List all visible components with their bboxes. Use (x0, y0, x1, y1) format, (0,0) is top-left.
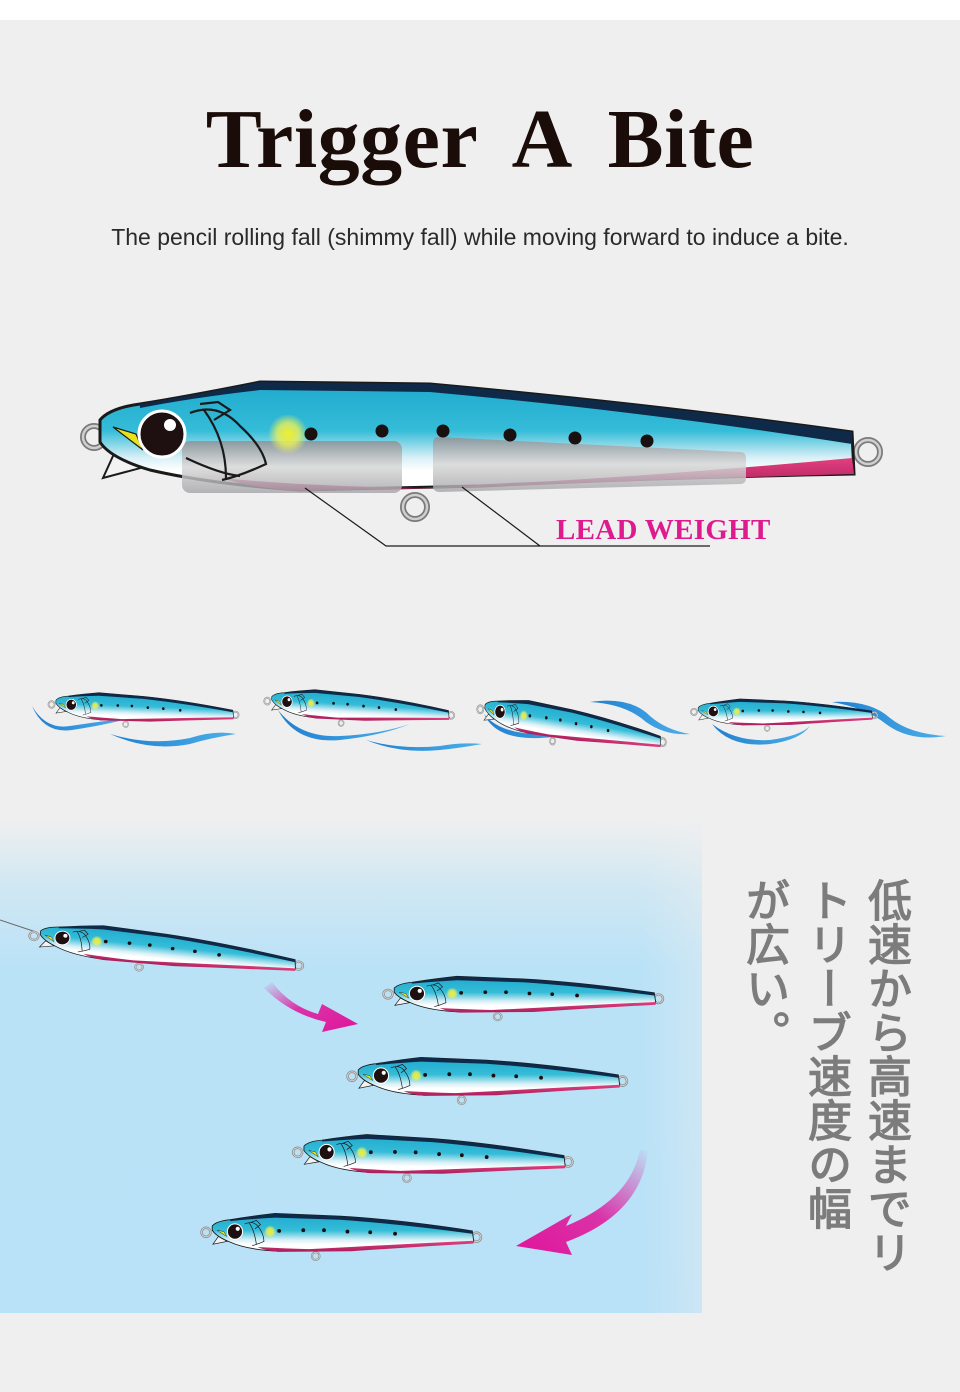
lead-weight-label: LEAD WEIGHT (556, 514, 771, 546)
japanese-text-column-2: トリーブ速度の幅 (800, 878, 851, 1230)
arrow-down-right-icon (264, 982, 358, 1032)
fishing-line (0, 919, 37, 933)
page-subtitle: The pencil rolling fall (shimmy fall) wh… (111, 224, 849, 250)
lure-eye (137, 409, 187, 459)
page-title: Trigger A Bite (205, 93, 755, 186)
lure-retrieve-3 (346, 1056, 629, 1106)
lure-retrieve-2 (382, 975, 665, 1022)
lead-weight-callout-lines (304, 486, 710, 547)
lure-gills (185, 400, 268, 482)
lure-back (140, 382, 852, 444)
lure-frame-2 (262, 685, 482, 751)
arrow-down-left-icon (516, 1150, 648, 1255)
lure-frame-3 (473, 691, 690, 763)
lure-frame-4 (690, 698, 946, 745)
lure-frame-1 (32, 690, 241, 747)
main-lure-diagram (80, 380, 883, 547)
retrieve-sequence (0, 917, 665, 1262)
lure-retrieve-1 (25, 917, 307, 988)
lure-retrieve-4 (291, 1132, 575, 1187)
lead-weight-front (182, 441, 402, 493)
swim-sequence (32, 685, 946, 763)
lead-weight-rear (433, 437, 746, 492)
eye-glow-spot (268, 414, 308, 454)
japanese-text-column-1: 低速から高速までリ (860, 878, 911, 1274)
japanese-text-column-3: が広い。 (738, 878, 789, 1054)
lure-retrieve-5 (200, 1212, 483, 1262)
